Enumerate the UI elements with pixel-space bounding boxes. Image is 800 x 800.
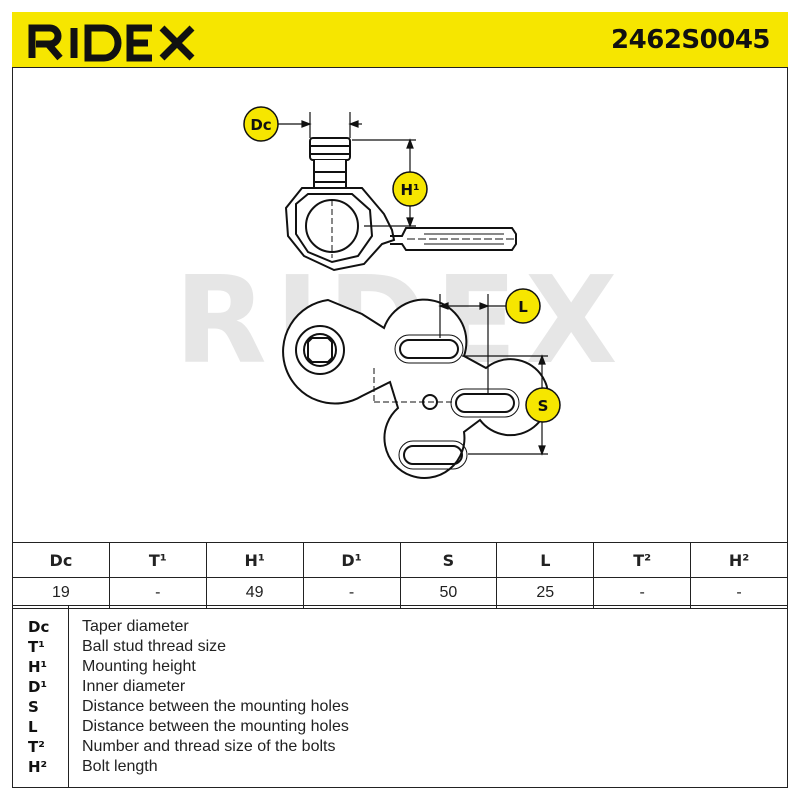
legend-description: Mounting height xyxy=(82,658,196,675)
specs-header-cell: Dc xyxy=(12,542,110,578)
legend-item: H¹ Mounting height xyxy=(12,658,788,678)
specs-header-cell: H¹ xyxy=(205,542,304,578)
l-label-badge xyxy=(505,288,541,324)
h1-label: H¹ xyxy=(400,181,419,199)
legend-item: H² Bolt length xyxy=(12,758,788,778)
specs-header-row: Dc T¹ H¹ D¹ S L T² H² xyxy=(12,542,788,578)
legend-code: L xyxy=(28,718,38,736)
legend-description: Bolt length xyxy=(82,758,158,775)
specs-value-cell: 50 xyxy=(399,577,498,609)
dc-label-badge xyxy=(243,106,279,142)
legend-code: S xyxy=(28,698,39,716)
dimension-s xyxy=(462,354,548,456)
specs-value-cell: 19 xyxy=(12,577,110,609)
legend-item: Dc Taper diameter xyxy=(12,618,788,638)
technical-drawing: RIDEX xyxy=(12,68,788,542)
legend-description: Ball stud thread size xyxy=(82,638,227,655)
legend: Dc Taper diameter T¹ Ball stud thread si… xyxy=(12,605,788,788)
legend-divider xyxy=(68,606,69,788)
specs-header-cell: T¹ xyxy=(108,542,207,578)
specs-header-cell: D¹ xyxy=(302,542,401,578)
dimension-l xyxy=(438,294,508,394)
legend-description: Number and thread size of the bolts xyxy=(82,738,336,755)
specs-header-cell: T² xyxy=(593,542,692,578)
h1-label-badge xyxy=(392,171,428,207)
specs-header-cell: L xyxy=(496,542,595,578)
legend-code: D¹ xyxy=(28,678,48,696)
specs-value-cell: - xyxy=(302,577,401,609)
legend-description: Inner diameter xyxy=(82,678,186,695)
dimension-dc xyxy=(274,112,362,138)
legend-code: H¹ xyxy=(28,658,48,676)
part-number: 2462S0045 xyxy=(611,25,770,55)
s-label-badge xyxy=(525,387,561,423)
specs-table: Dc T¹ H¹ D¹ S L T² H² 19 - 49 - 50 25 - … xyxy=(12,542,788,609)
legend-item: L Distance between the mounting holes xyxy=(12,718,788,738)
specs-header-cell: S xyxy=(399,542,498,578)
specs-value-cell: - xyxy=(108,577,207,609)
legend-code: T¹ xyxy=(28,638,45,656)
legend-description: Taper diameter xyxy=(82,618,189,635)
legend-item: S Distance between the mounting holes xyxy=(12,698,788,718)
specs-value-cell: - xyxy=(690,577,788,609)
specs-value-cell: - xyxy=(593,577,692,609)
top-view xyxy=(282,298,550,479)
brand-logo xyxy=(28,24,195,62)
specs-value-cell: 25 xyxy=(496,577,595,609)
s-label: S xyxy=(538,397,549,415)
l-label: L xyxy=(518,298,528,316)
legend-item: T² Number and thread size of the bolts xyxy=(12,738,788,758)
legend-item: D¹ Inner diameter xyxy=(12,678,788,698)
dc-label: Dc xyxy=(250,116,271,134)
legend-description: Distance between the mounting holes xyxy=(82,698,349,715)
legend-code: H² xyxy=(28,758,48,776)
specs-header-cell: H² xyxy=(690,542,788,578)
specs-value-cell: 49 xyxy=(205,577,304,609)
legend-code: T² xyxy=(28,738,45,756)
specs-value-row: 19 - 49 - 50 25 - - xyxy=(12,577,788,609)
side-view xyxy=(284,137,517,272)
header-bar: 2462S0045 xyxy=(12,12,788,68)
legend-description: Distance between the mounting holes xyxy=(82,718,349,735)
legend-code: Dc xyxy=(28,618,50,636)
legend-item: T¹ Ball stud thread size xyxy=(12,638,788,658)
